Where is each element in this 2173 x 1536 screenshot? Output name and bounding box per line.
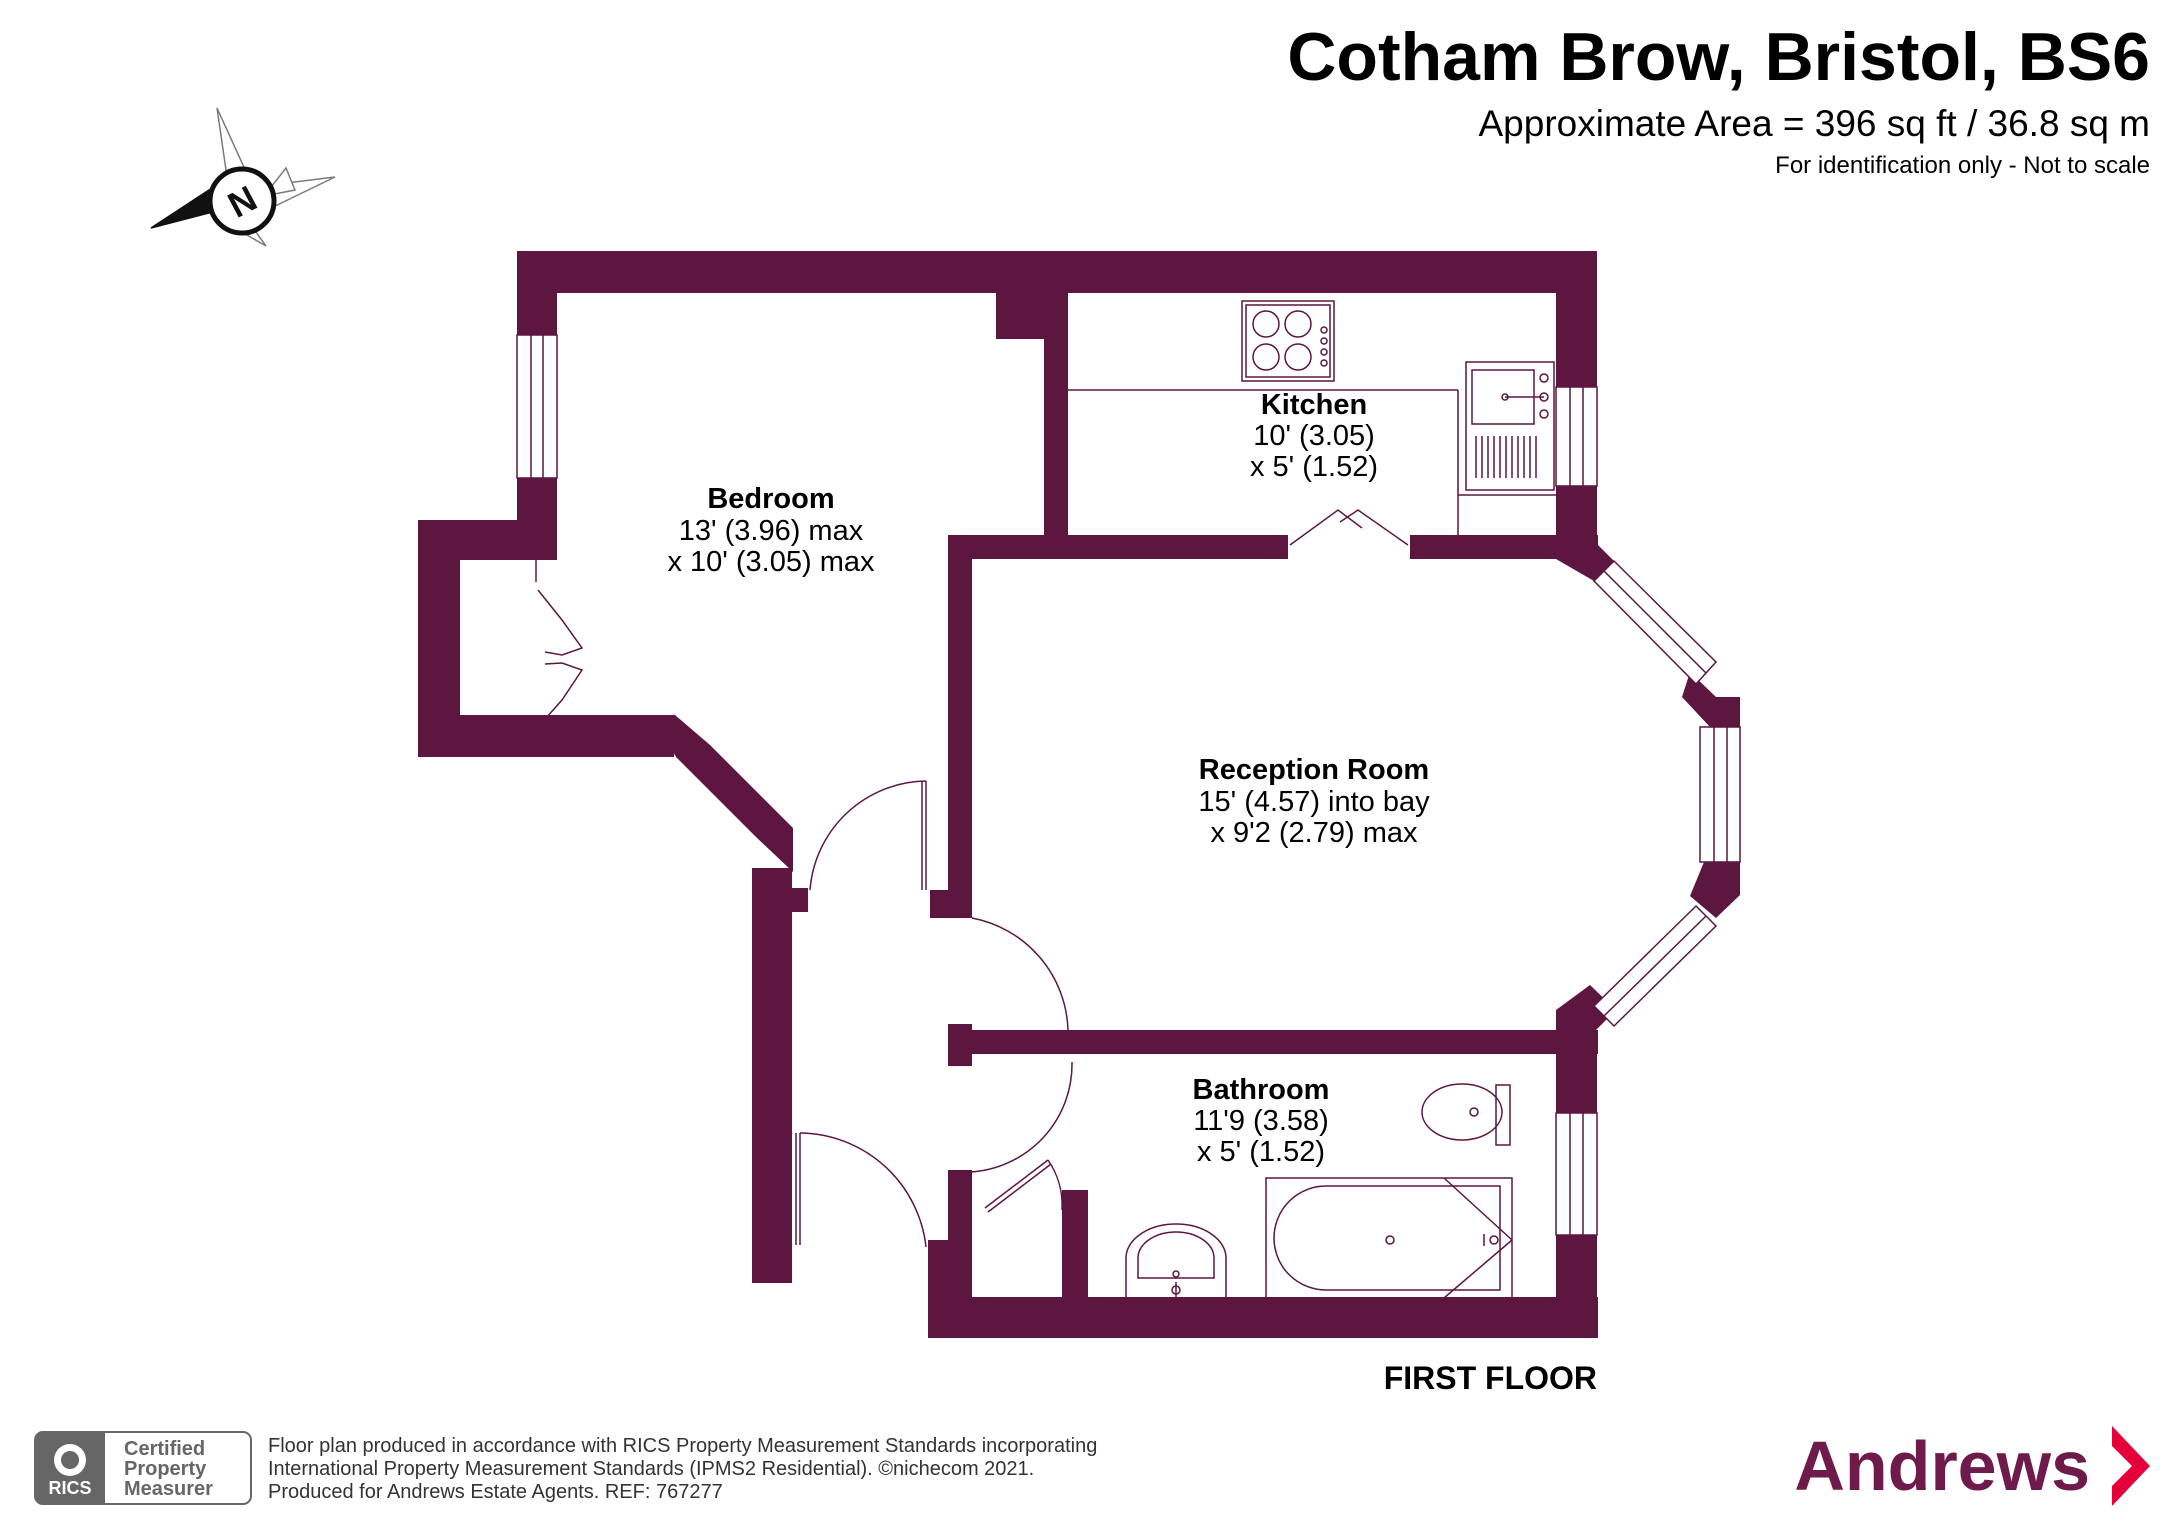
rics-line: Certified	[124, 1438, 205, 1460]
rics-lion-icon	[54, 1444, 86, 1476]
page-title: Cotham Brow, Bristol, BS6	[1287, 19, 2150, 95]
room-dimension: x 5' (1.52)	[1197, 1136, 1325, 1168]
kitchen-door	[1289, 509, 1409, 546]
room-dimension: 10' (3.05)	[1253, 420, 1375, 452]
bay-window-lower	[1592, 904, 1718, 1028]
room-name: Bathroom	[1193, 1074, 1330, 1106]
scale-disclaimer: For identification only - Not to scale	[1775, 152, 2150, 179]
andrews-logo: Andrews	[1794, 1426, 2150, 1506]
room-name: Reception Room	[1199, 754, 1429, 786]
bay-window-middle	[1699, 726, 1741, 863]
room-dimension: x 5' (1.52)	[1250, 451, 1378, 483]
kitchen-window	[1555, 386, 1598, 487]
approximate-area: Approximate Area = 396 sq ft / 36.8 sq m	[1478, 103, 2150, 144]
rics-line: Measurer	[124, 1478, 213, 1500]
room-name: Kitchen	[1261, 389, 1367, 421]
legal-text: Floor plan produced in accordance with R…	[268, 1435, 1097, 1457]
room-dimension: x 10' (3.05) max	[667, 546, 875, 578]
cupboard-door	[984, 1159, 1063, 1213]
toilet-icon	[1421, 1083, 1511, 1146]
rics-badge: RICS Certified Property Measurer	[34, 1431, 252, 1505]
doors	[535, 509, 1409, 1248]
room-dimension: 13' (3.96) max	[679, 515, 864, 547]
bathroom-door	[969, 1061, 1073, 1173]
room-dimension: x 9'2 (2.79) max	[1210, 817, 1418, 849]
front-door	[795, 1132, 927, 1248]
walls	[418, 251, 1740, 1338]
compass-rose-icon: N	[150, 107, 336, 247]
bathtub-icon	[1265, 1177, 1513, 1299]
reception-door	[971, 917, 1069, 1031]
bathroom-basin-icon	[1125, 1223, 1227, 1297]
room-bedroom: Bedroom 13' (3.96) max x 10' (3.05) max	[667, 483, 875, 578]
bedroom-window	[516, 334, 558, 479]
brand-name: Andrews	[1794, 1427, 2090, 1505]
fixtures	[1068, 300, 1556, 1299]
rics-line: Property	[124, 1458, 207, 1480]
room-bathroom: Bathroom 11'9 (3.58) x 5' (1.52)	[1193, 1074, 1330, 1168]
rics-abbr: RICS	[48, 1478, 91, 1498]
room-name: Bedroom	[707, 483, 834, 515]
windows	[516, 334, 1741, 1236]
floor-label: FIRST FLOOR	[1384, 1360, 1597, 1396]
room-dimension: 15' (4.57) into bay	[1198, 786, 1430, 818]
room-reception: Reception Room 15' (4.57) into bay x 9'2…	[1198, 754, 1430, 849]
bay-window-upper	[1592, 559, 1718, 686]
legal-text: International Property Measurement Stand…	[268, 1458, 1034, 1480]
legal-text: Produced for Andrews Estate Agents. REF:…	[268, 1481, 723, 1503]
hob-icon	[1241, 300, 1335, 382]
room-dimension: 11'9 (3.58)	[1193, 1105, 1329, 1137]
closet-bifold-door	[535, 560, 584, 752]
bathroom-window	[1555, 1112, 1598, 1236]
brand-arrow-icon	[2112, 1426, 2150, 1506]
kitchen-sink-icon	[1465, 361, 1555, 491]
bedroom-door	[809, 780, 927, 891]
room-kitchen: Kitchen 10' (3.05) x 5' (1.52)	[1250, 389, 1378, 483]
